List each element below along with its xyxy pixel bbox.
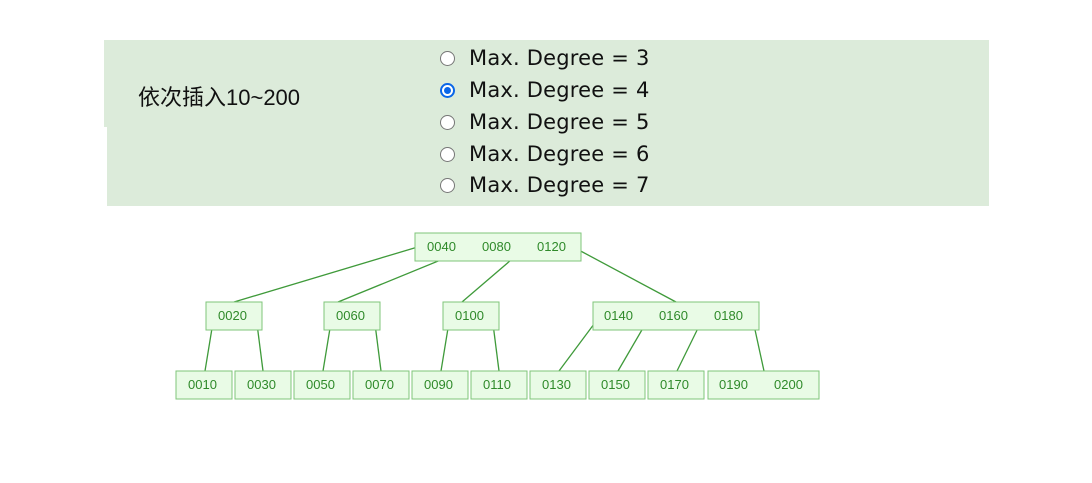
node-key: 0020: [218, 308, 247, 323]
control-panel: [104, 40, 989, 206]
radio-degree-4[interactable]: [440, 82, 455, 98]
node-key: 0050: [306, 377, 335, 392]
node-key: 0190: [719, 377, 748, 392]
insert-sequence-title: 依次插入10~200: [138, 85, 301, 110]
node-key: 0140: [604, 308, 633, 323]
node-key: 0130: [542, 377, 571, 392]
node-key: 0080: [482, 239, 511, 254]
radio-degree-6[interactable]: [440, 146, 455, 162]
node-key: 0040: [427, 239, 456, 254]
node-key: 0180: [714, 308, 743, 323]
node-key: 0090: [424, 377, 453, 392]
degree-option-label: Max. Degree = 6: [469, 142, 650, 166]
tree-edge: [574, 247, 677, 303]
node-key: 0150: [601, 377, 630, 392]
leaf-node: [647, 370, 705, 400]
leaf-node: [175, 370, 233, 400]
degree-option-label: Max. Degree = 3: [469, 46, 650, 70]
root-node: [414, 232, 582, 262]
leaf-node: [293, 370, 351, 400]
node-key: 0030: [247, 377, 276, 392]
internal-node: [592, 301, 760, 331]
internal-node: [205, 301, 263, 331]
degree-option-6[interactable]: Max. Degree = 6: [440, 142, 650, 166]
node-key: 0100: [455, 308, 484, 323]
internal-node: [442, 301, 500, 331]
radio-degree-5[interactable]: [440, 114, 455, 130]
internal-node: [323, 301, 381, 331]
degree-option-7[interactable]: Max. Degree = 7: [440, 173, 650, 197]
degree-option-4[interactable]: Max. Degree = 4: [440, 78, 650, 102]
leaf-node: [352, 370, 410, 400]
degree-option-label: Max. Degree = 5: [469, 110, 650, 134]
node-key: 0060: [336, 308, 365, 323]
leaf-node: [707, 370, 820, 400]
degree-option-label: Max. Degree = 7: [469, 173, 650, 197]
degree-option-5[interactable]: Max. Degree = 5: [440, 110, 650, 134]
degree-option-label: Max. Degree = 4: [469, 78, 650, 102]
leaf-node: [588, 370, 646, 400]
degree-option-3[interactable]: Max. Degree = 3: [440, 46, 650, 70]
node-key: 0070: [365, 377, 394, 392]
node-key: 0110: [483, 377, 511, 392]
node-key: 0160: [659, 308, 688, 323]
node-key: 0010: [188, 377, 217, 392]
leaf-node: [411, 370, 469, 400]
radio-degree-7[interactable]: [440, 177, 455, 193]
panel-edge: [104, 127, 107, 206]
leaf-node: [529, 370, 587, 400]
leaf-node: [234, 370, 292, 400]
tree-edge: [233, 245, 422, 303]
leaf-node: [470, 370, 528, 400]
node-key: 0200: [774, 377, 803, 392]
node-key: 0120: [537, 239, 566, 254]
node-key: 0170: [660, 377, 689, 392]
radio-degree-3[interactable]: [440, 50, 455, 66]
